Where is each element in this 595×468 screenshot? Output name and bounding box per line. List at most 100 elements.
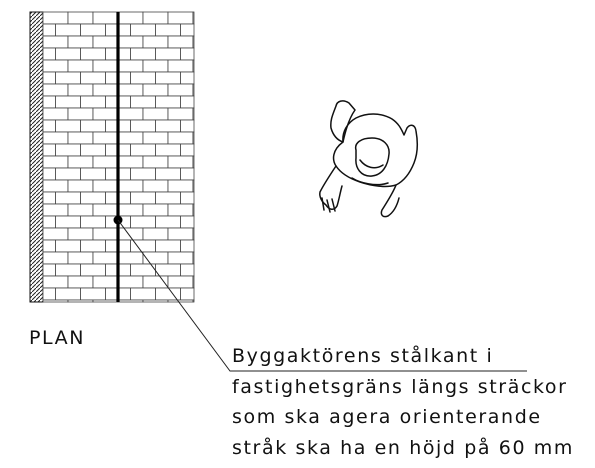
paving-stone	[42, 299, 69, 303]
person-figure	[319, 100, 419, 218]
paving-stone	[42, 59, 69, 73]
paving-stone	[42, 215, 56, 229]
paving-stone	[67, 251, 94, 265]
paving-stone	[105, 119, 119, 133]
paving-stone	[80, 167, 106, 181]
paving-stone	[92, 179, 119, 193]
paving-stone	[167, 83, 194, 97]
paving-stone	[117, 35, 144, 49]
paving-stone	[142, 11, 169, 25]
paving-stone	[180, 47, 195, 61]
paving-stone	[167, 59, 194, 73]
paving-stone	[42, 131, 69, 145]
paving-stone	[105, 239, 119, 253]
paving-stone	[155, 71, 181, 85]
paving-stone	[155, 95, 181, 109]
paving-stone	[130, 215, 156, 229]
paving-stone	[117, 167, 131, 181]
paving-stone	[80, 191, 106, 205]
paving-stone	[117, 299, 144, 303]
paving-stone	[117, 203, 144, 217]
paving-stone	[42, 47, 56, 61]
paving-stone	[180, 95, 195, 109]
paving-stone	[105, 287, 119, 301]
paving-stone	[55, 287, 81, 301]
paving-stone	[42, 251, 69, 265]
paving-stone	[142, 107, 169, 121]
paving-stone	[80, 143, 106, 157]
annotation-line-3: som ska agera orienterande	[232, 406, 542, 428]
paving-stone	[117, 95, 131, 109]
paving-stone	[67, 203, 94, 217]
paving-stone	[42, 155, 69, 169]
paving-stone	[105, 143, 119, 157]
paving-stone	[117, 227, 144, 241]
paving-stone	[105, 23, 119, 37]
paving-stone	[80, 287, 106, 301]
paving-stone	[67, 59, 94, 73]
paving-stone	[155, 191, 181, 205]
paving-stone	[55, 215, 81, 229]
paving-stone	[117, 239, 131, 253]
paving-stone	[55, 47, 81, 61]
paving-stone	[42, 119, 56, 133]
paving-stone	[80, 95, 106, 109]
paving-stone	[167, 227, 194, 241]
paving-stone	[130, 191, 156, 205]
paving-stone	[142, 35, 169, 49]
paving-stone	[42, 35, 69, 49]
paving-stone	[67, 275, 94, 289]
paving-stone	[167, 155, 194, 169]
paving-stone	[42, 227, 69, 241]
paving-stone	[192, 299, 195, 303]
paving-stone	[80, 71, 106, 85]
paving-stone	[180, 239, 195, 253]
paving-stone	[105, 47, 119, 61]
paving-stone	[192, 59, 195, 73]
paving-stone	[167, 131, 194, 145]
paving-stone	[117, 143, 131, 157]
plan-label: PLAN	[29, 327, 85, 349]
paving-stone	[142, 299, 169, 303]
paving-stone	[117, 107, 144, 121]
paving-stone	[92, 11, 119, 25]
paving-stone	[55, 95, 81, 109]
paving-stone	[192, 35, 195, 49]
paving-stone	[117, 275, 144, 289]
paving-stone	[130, 71, 156, 85]
paving-stone	[155, 215, 181, 229]
paving-stone	[142, 83, 169, 97]
paving-stone	[80, 119, 106, 133]
paving-stone	[80, 47, 106, 61]
paving-stone	[117, 23, 131, 37]
paving-stone	[42, 95, 56, 109]
paving-stone	[192, 275, 195, 289]
paving-stone	[192, 11, 195, 25]
paving-stone	[155, 47, 181, 61]
paving-stone	[105, 191, 119, 205]
paving-stone	[117, 11, 144, 25]
paving-stone	[180, 263, 195, 277]
paving-stone	[92, 203, 119, 217]
paving-stone	[142, 179, 169, 193]
paving-stone	[167, 251, 194, 265]
paving-stone	[105, 167, 119, 181]
paving-stone	[117, 179, 144, 193]
paving-stone	[192, 131, 195, 145]
paving-stone	[80, 239, 106, 253]
paving-stone	[155, 167, 181, 181]
paving-stone	[117, 71, 131, 85]
paving-stone	[42, 239, 56, 253]
paving-stone	[117, 251, 144, 265]
paving-stone	[92, 251, 119, 265]
paving-stone	[67, 227, 94, 241]
paving-stone	[92, 299, 119, 303]
paving-stone	[117, 83, 144, 97]
annotation-line-1: Byggaktörens stålkant i	[232, 344, 493, 367]
paving-stone	[117, 47, 131, 61]
paving-stone	[192, 251, 195, 265]
paving-stone	[142, 155, 169, 169]
paving-stone	[42, 191, 56, 205]
paving-stone	[92, 275, 119, 289]
